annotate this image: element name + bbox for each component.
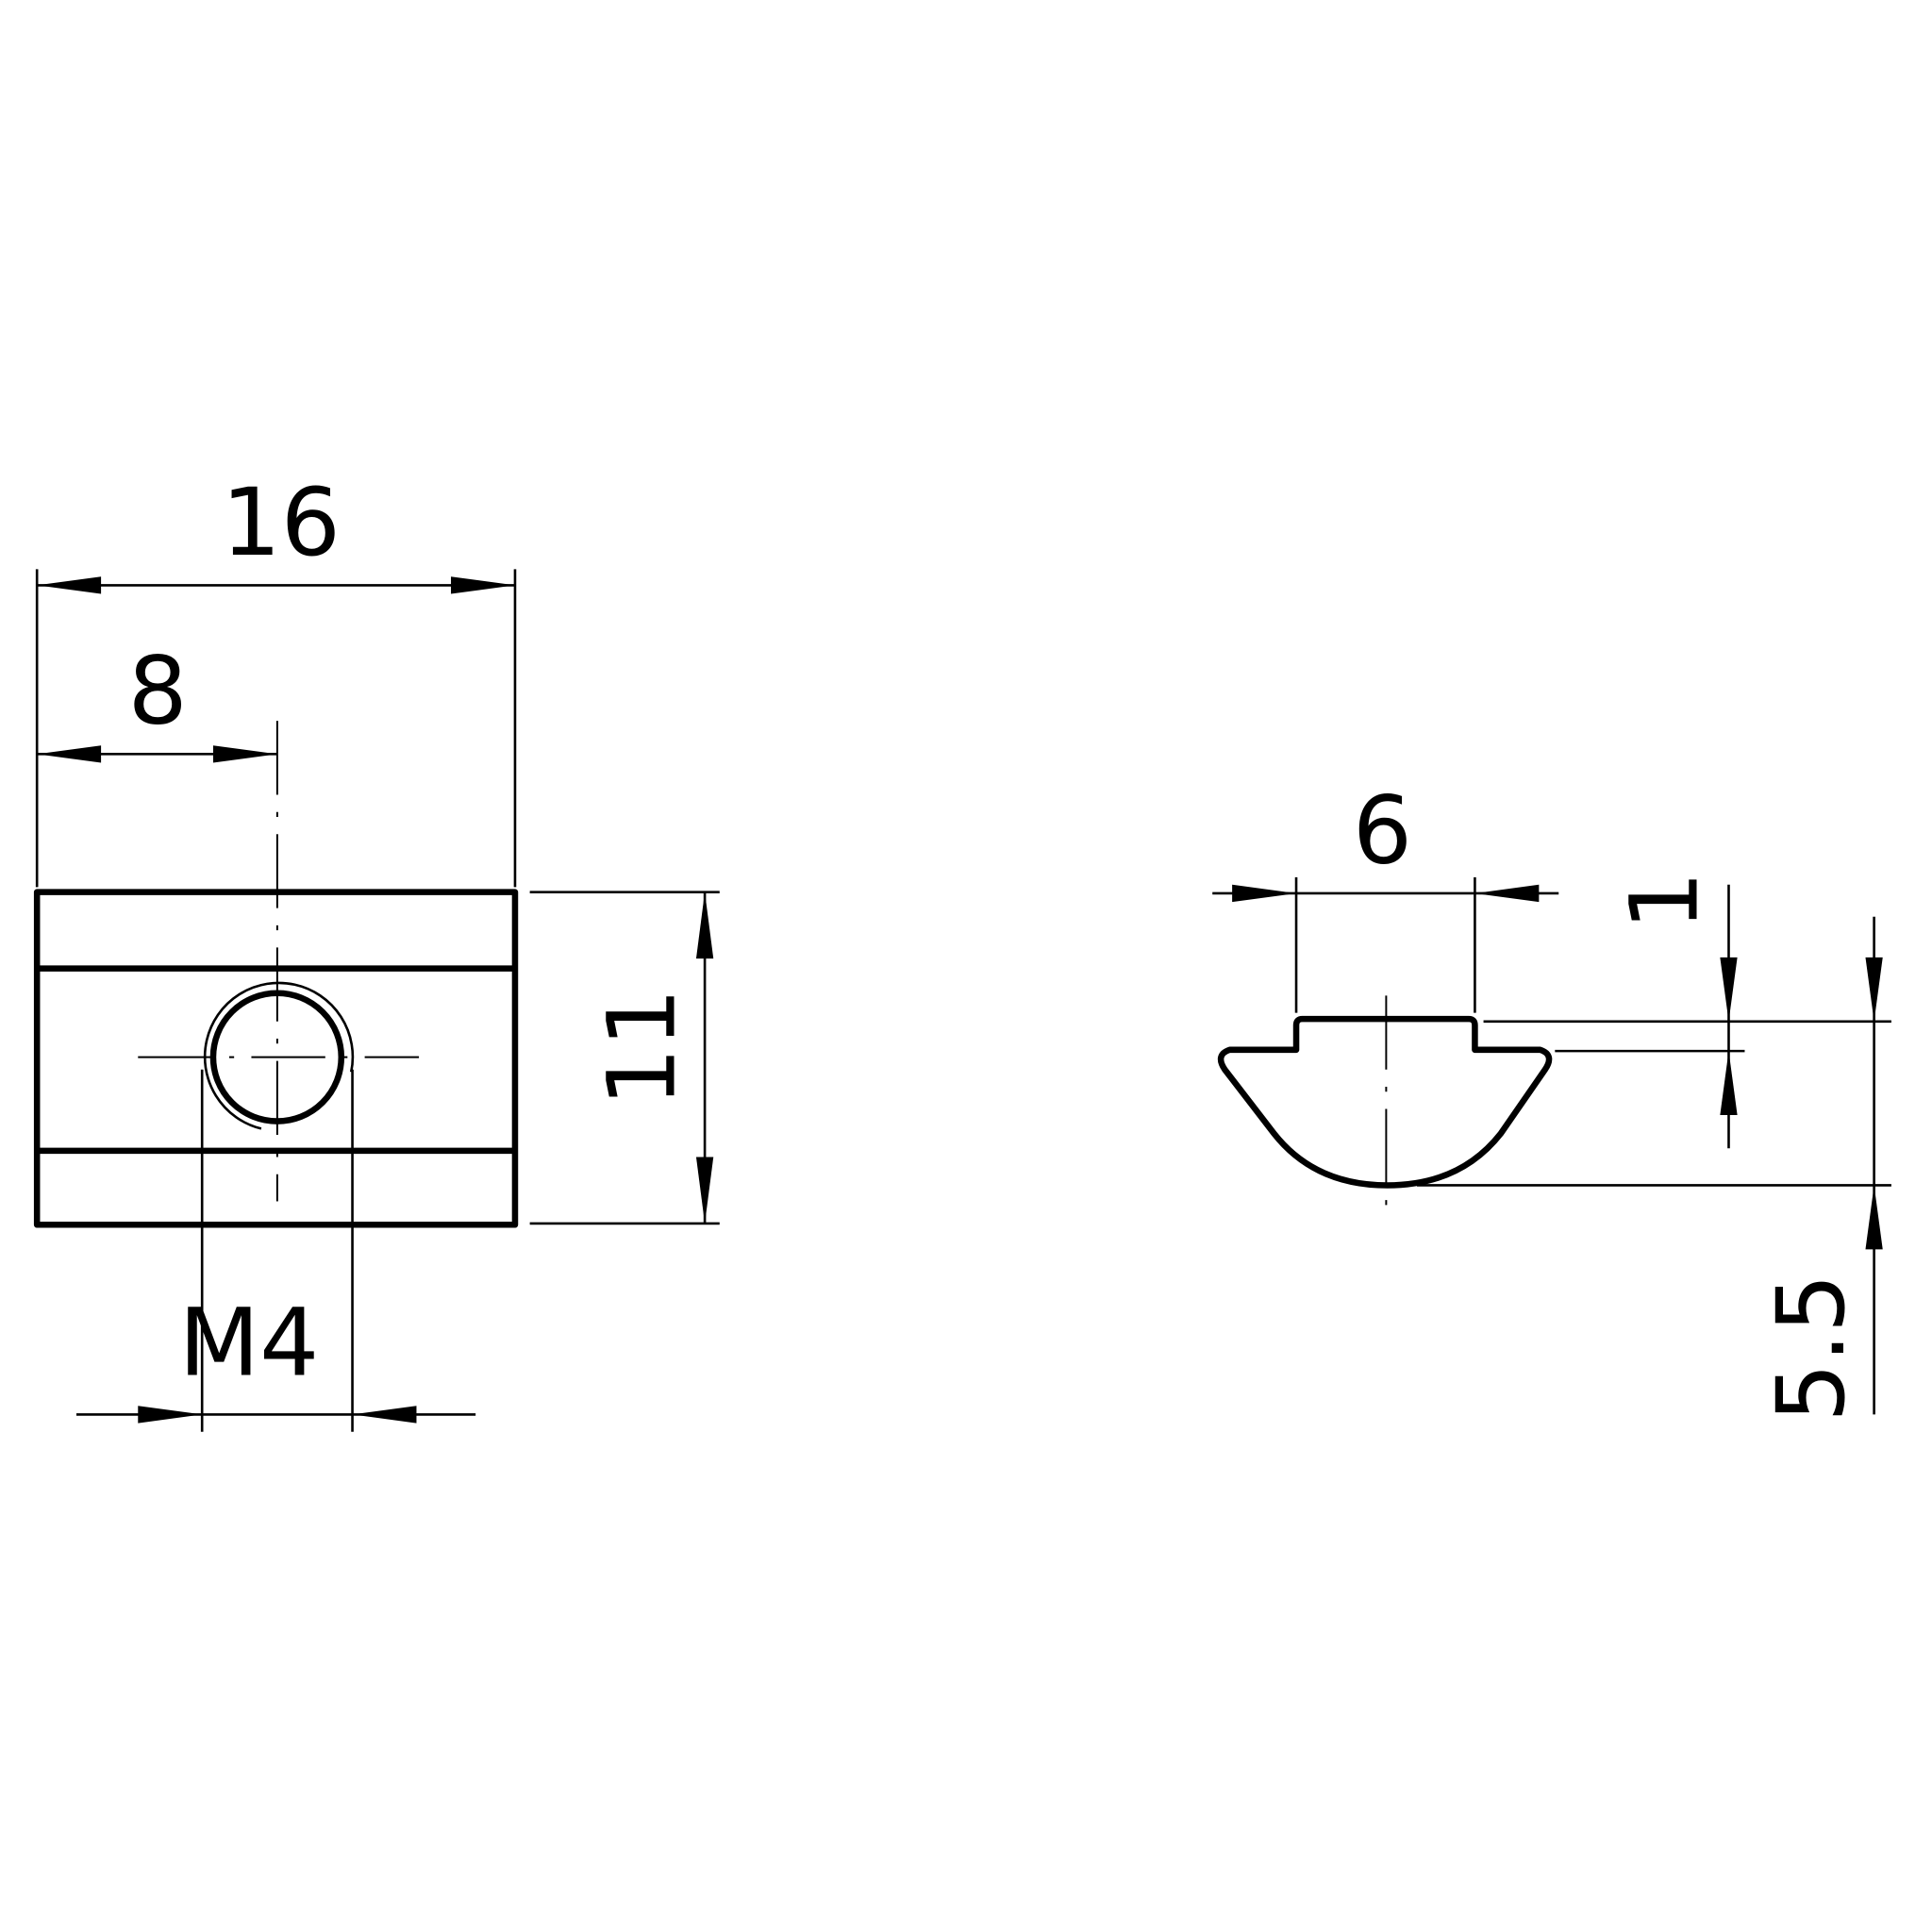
thread-arc — [203, 981, 355, 1130]
dim-label-16: 16 — [222, 469, 341, 577]
front-view: 16 8 11 M4 — [33, 469, 720, 1432]
nut-outline — [33, 889, 519, 1228]
side-view: 6 1 5.5 — [1212, 776, 1891, 1423]
dim-label-m4: M4 — [178, 1290, 319, 1398]
dim-label-11: 11 — [588, 988, 696, 1107]
dim-label-5-5: 5.5 — [1757, 1274, 1866, 1423]
dim-label-1: 1 — [1611, 871, 1720, 930]
nut-profile — [1217, 1015, 1553, 1189]
dim-label-6: 6 — [1353, 776, 1412, 885]
dim-label-8: 8 — [128, 638, 188, 746]
